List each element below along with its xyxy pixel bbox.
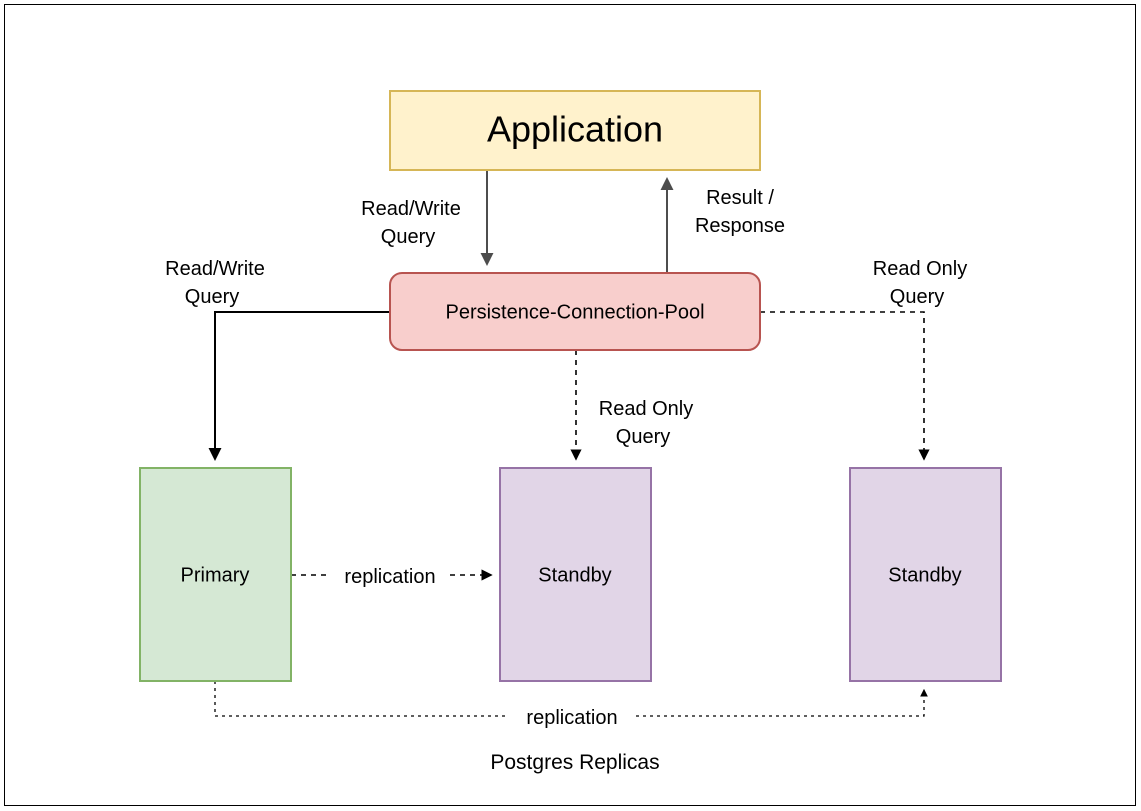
node-persistence-connection-pool[interactable]: Persistence-Connection-Pool: [389, 272, 761, 351]
edge-label-app-to-pool-line2: Query: [381, 226, 435, 248]
edge-label-pool-to-standby-right: Read Only Query: [873, 258, 968, 308]
diagram-caption: Postgres Replicas: [490, 751, 659, 774]
edge-primary-to-standby-right-left: [214, 681, 509, 717]
node-standby-center[interactable]: Standby: [499, 467, 652, 682]
edge-label-pool-to-app-line1: Result /: [706, 187, 774, 209]
standby-center-box[interactable]: [499, 467, 652, 682]
standby-center-label: Standby: [538, 564, 611, 586]
node-standby-right[interactable]: Standby: [849, 467, 1002, 682]
edge-label-pool-to-standby-center-line2: Query: [616, 426, 670, 448]
edge-label-pool-to-primary-line2: Query: [185, 286, 239, 308]
application-box[interactable]: [389, 90, 761, 171]
standby-right-box[interactable]: [849, 467, 1002, 682]
edge-label-pool-to-app: Result / Response: [695, 187, 785, 237]
standby-right-label: Standby: [888, 564, 961, 586]
pool-label: Persistence-Connection-Pool: [445, 301, 704, 323]
edge-label-pool-to-standby-right-line1: Read Only: [873, 258, 968, 280]
node-application[interactable]: Application: [389, 90, 761, 171]
pool-box[interactable]: [389, 272, 761, 351]
edge-label-pool-to-standby-center: Read Only Query: [599, 398, 694, 448]
page-border: [4, 4, 1136, 806]
node-primary[interactable]: Primary: [139, 467, 292, 682]
edge-label-pool-to-primary: Read/Write Query: [165, 258, 265, 308]
primary-label: Primary: [181, 564, 250, 586]
edge-label-pool-to-app-line2: Response: [695, 215, 785, 237]
application-label: Application: [487, 109, 663, 150]
edge-label-app-to-pool-line1: Read/Write: [361, 198, 461, 220]
edge-label-replication-bottom: replication: [526, 707, 617, 729]
edge-pool-to-primary: [208, 311, 390, 461]
edge-label-pool-to-standby-center-line1: Read Only: [599, 398, 694, 420]
edge-label-pool-to-primary-line1: Read/Write: [165, 258, 265, 280]
edge-label-replication-center: replication: [344, 566, 435, 588]
primary-box[interactable]: [139, 467, 292, 682]
edge-label-app-to-pool: Read/Write Query: [361, 198, 461, 248]
edge-pool-to-standby-right: [760, 311, 930, 461]
edge-primary-to-standby-right-right: [636, 688, 928, 717]
edge-label-pool-to-standby-right-line2: Query: [890, 286, 944, 308]
